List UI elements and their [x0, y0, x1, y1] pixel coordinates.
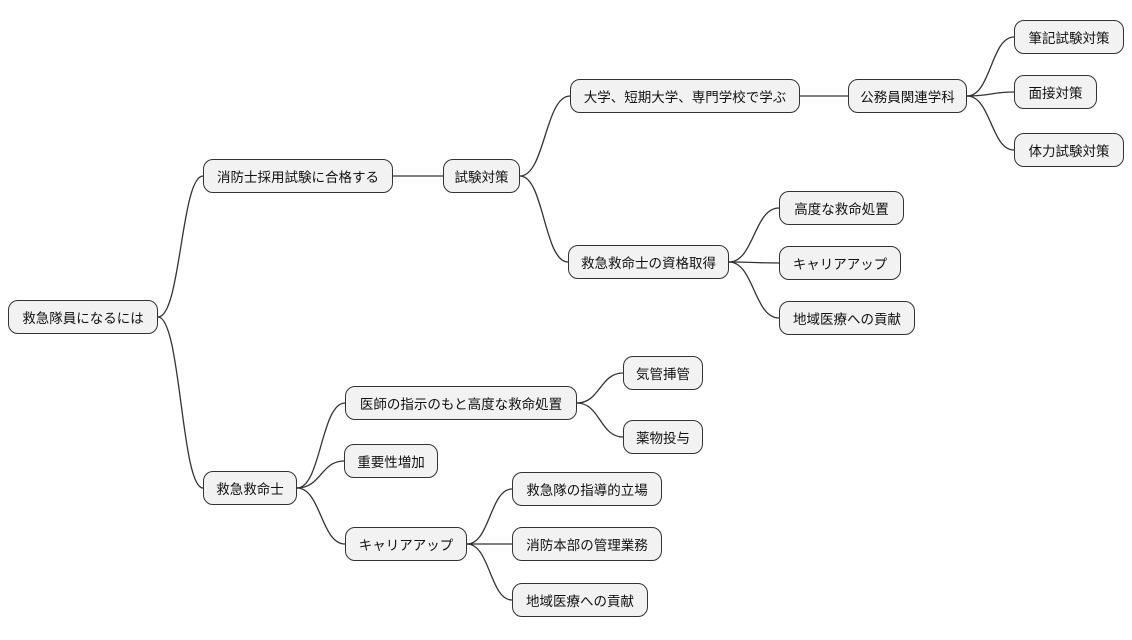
edge-emt-cert-community-1 — [728, 261, 780, 319]
node-squad-leader: 救急隊の指導的立場 — [512, 472, 662, 506]
edge-emt-career-up-2 — [296, 487, 346, 545]
edge-emt-cert-advanced-care — [728, 207, 780, 263]
node-career-up-2: キャリアアップ — [345, 527, 467, 561]
edge-root-pass-exam — [157, 175, 204, 318]
edge-doctor-directed-intubation — [576, 372, 624, 404]
node-doctor-directed: 医師の指示のもと高度な救命処置 — [345, 386, 577, 420]
node-community-2: 地域医療への貢献 — [512, 583, 648, 617]
edge-career-up-2-squad-leader — [466, 488, 513, 545]
node-medication: 薬物投与 — [623, 420, 703, 454]
node-pass-exam: 消防士採用試験に合格する — [203, 159, 393, 193]
node-exam-prep: 試験対策 — [443, 159, 520, 193]
node-hq-admin: 消防本部の管理業務 — [512, 527, 662, 561]
edge-civil-dept-physical — [966, 95, 1015, 151]
node-intubation: 気管挿管 — [623, 356, 703, 390]
edge-emt-importance — [296, 460, 345, 489]
node-importance: 重要性増加 — [344, 444, 438, 478]
node-written-test: 筆記試験対策 — [1014, 20, 1124, 54]
edge-civil-dept-interview — [966, 91, 1015, 97]
edge-exam-prep-study — [519, 95, 571, 177]
node-physical-test: 体力試験対策 — [1014, 133, 1124, 167]
edge-emt-doctor-directed — [296, 402, 346, 489]
node-interview: 面接対策 — [1014, 75, 1097, 109]
edge-doctor-directed-medication — [576, 402, 624, 438]
edge-root-emt — [157, 316, 204, 489]
node-emt: 救急救命士 — [203, 471, 297, 505]
node-advanced-care: 高度な救命処置 — [779, 191, 904, 225]
node-civil-service-dept: 公務員関連学科 — [848, 79, 967, 113]
node-root: 救急隊員になるには — [8, 300, 158, 334]
node-community-1: 地域医療への貢献 — [779, 301, 915, 335]
node-career-up-1: キャリアアップ — [779, 246, 901, 280]
edge-exam-prep-emt-cert — [519, 175, 569, 263]
edge-emt-cert-career-up-1 — [728, 261, 780, 264]
edge-career-up-2-community-2 — [466, 543, 513, 601]
node-study: 大学、短期大学、専門学校で学ぶ — [570, 79, 800, 113]
node-emt-cert: 救急救命士の資格取得 — [568, 245, 729, 279]
edge-civil-dept-written — [966, 36, 1015, 97]
